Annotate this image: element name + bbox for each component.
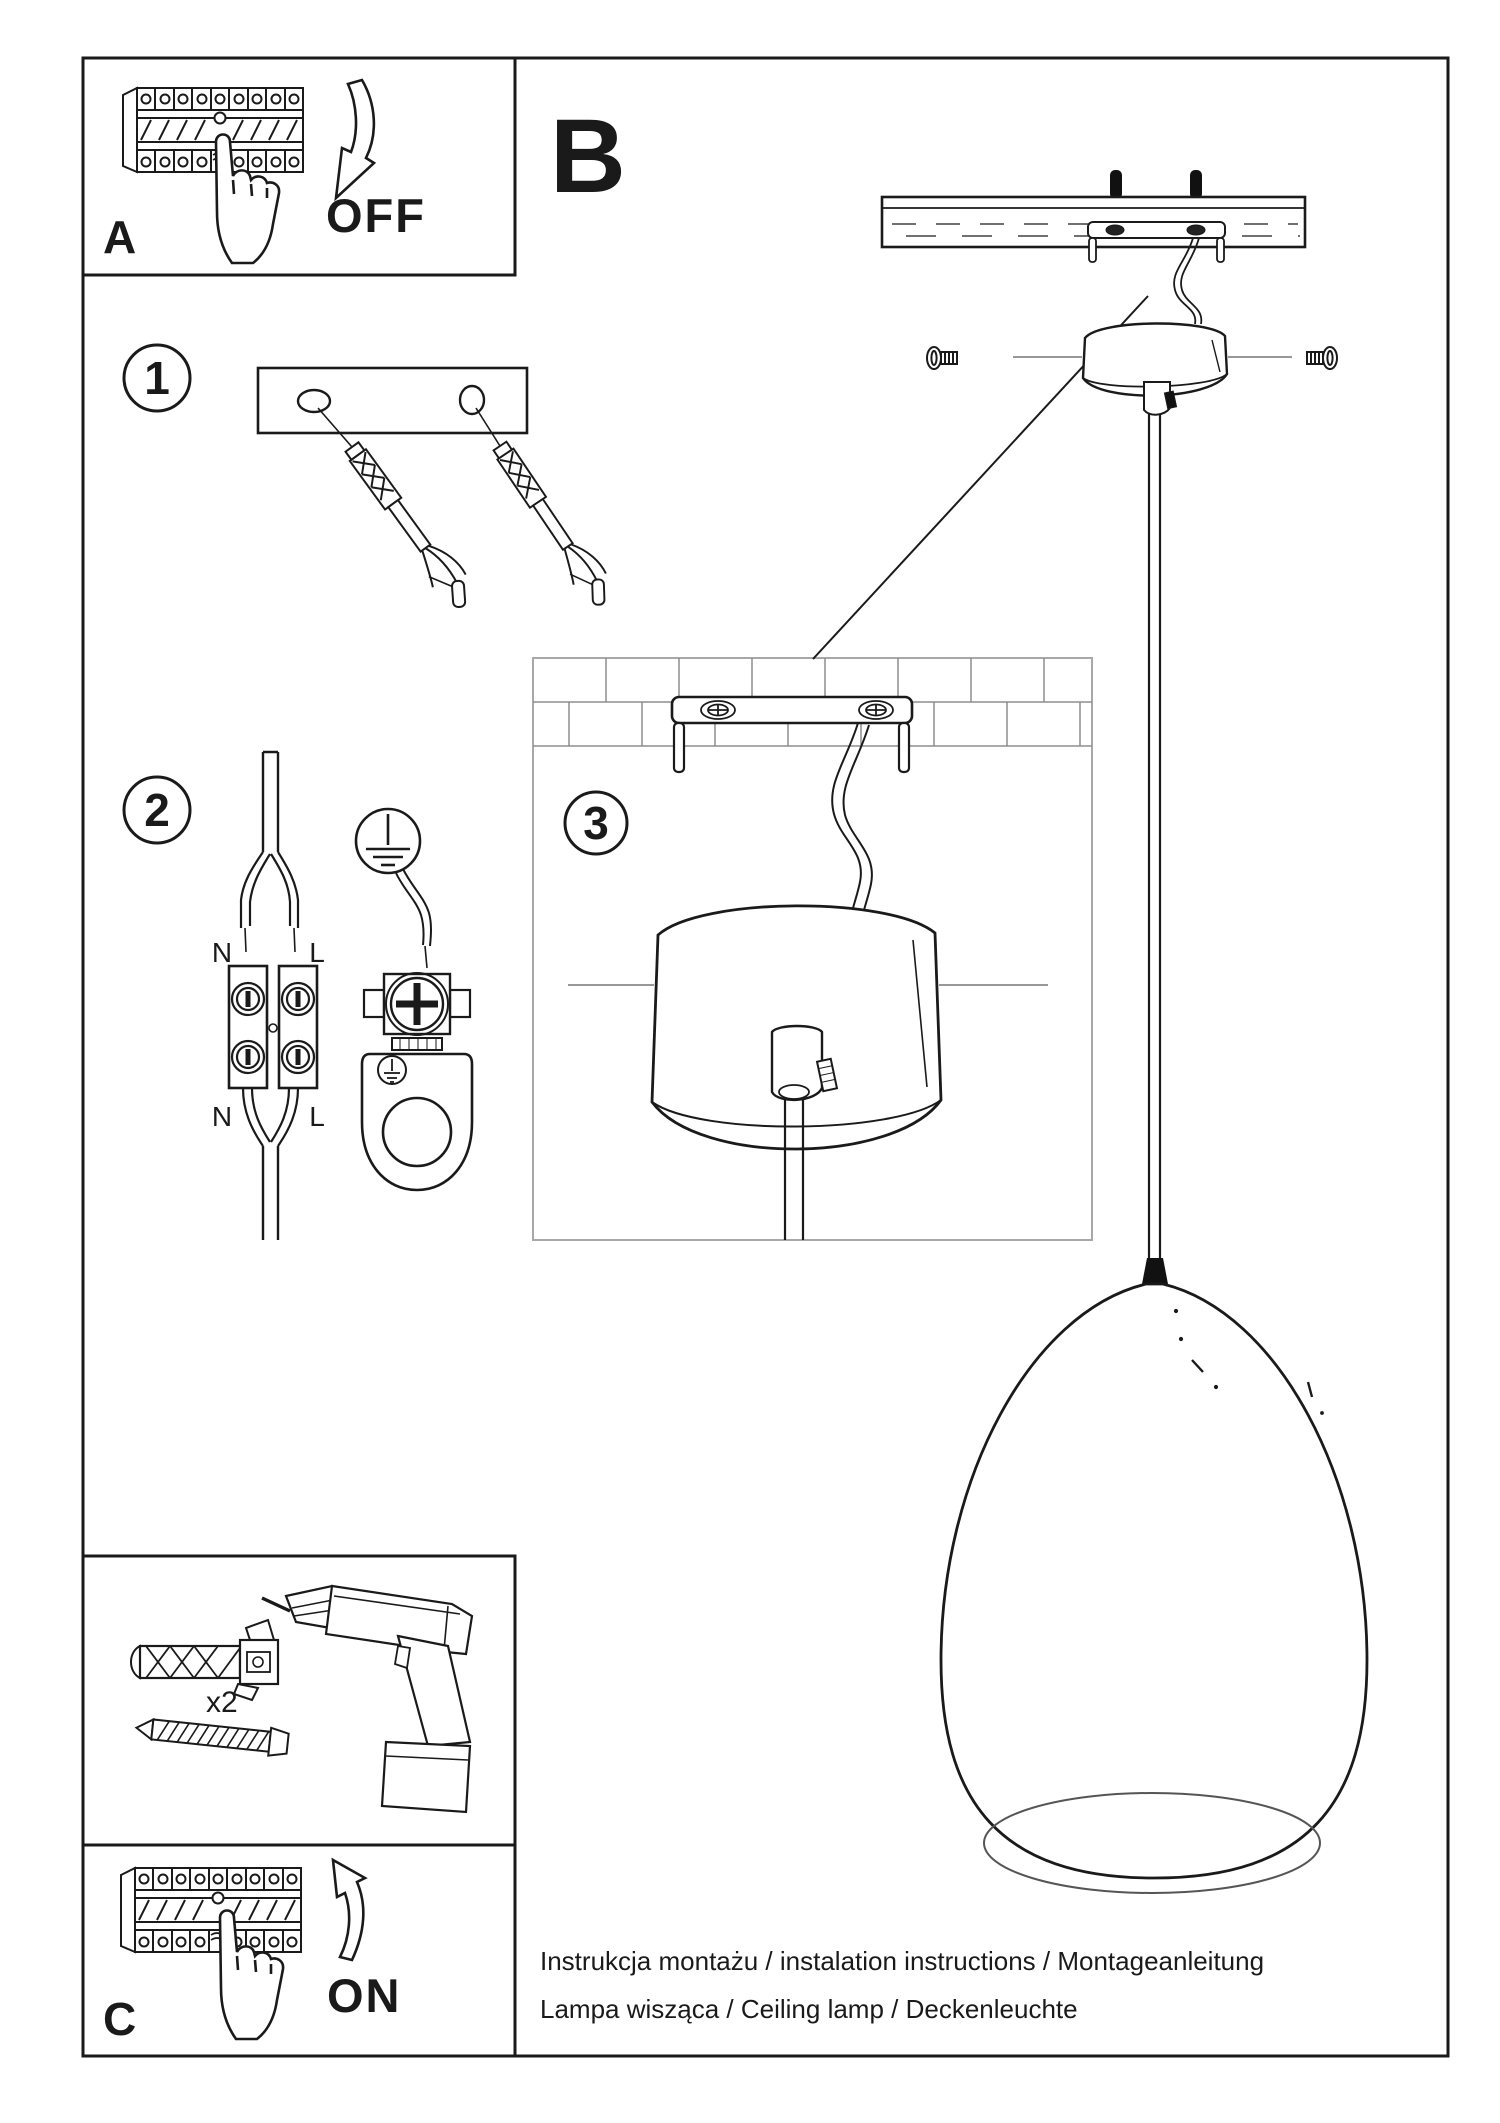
wall-plug-icon [130,1618,280,1702]
on-label: ON [327,1969,402,2022]
step1-number: 1 [144,352,170,404]
footer-line2: Lampa wisząca / Ceiling lamp / Deckenleu… [540,1994,1078,2024]
box-c-label: C [103,1993,136,2045]
box-a-label: A [103,211,136,263]
wire-label-l-top: L [309,937,325,968]
tools-box [81,1554,517,1847]
page-frame [81,56,1450,2058]
step2-number: 2 [144,784,170,836]
step2-group [122,750,474,1240]
arrow-down-icon [334,78,377,202]
mounting-bracket [1087,221,1226,263]
cord-grip-detail [770,1024,839,1102]
lamp-shade [939,1258,1369,1894]
screw-icon [134,1717,290,1757]
canopy [1013,322,1292,397]
step3-number: 3 [583,797,609,849]
step3-detail-box [532,657,1093,1241]
anchor-quantity-label: x2 [206,1686,238,1719]
ceiling-assembly [812,170,1338,1260]
shade-cord-grip [1142,1258,1168,1284]
ground-terminal-icon [360,972,474,1192]
off-label: OFF [326,189,426,242]
wire-label-l-bottom: L [309,1101,325,1132]
main-view-label: B [550,98,626,215]
mounting-bracket-detail [670,695,914,774]
fixing-screw-left [926,346,958,370]
breaker-panel-icon [120,1867,302,1953]
fixing-screw-right [1306,346,1338,370]
breaker-panel-icon [122,87,304,173]
step1-group [122,343,622,617]
breaker-off-panel-box: OFF A [81,56,517,277]
arrow-up-icon [331,1857,368,1962]
breaker-on-panel-box: ON C [81,1843,517,2058]
cord-grip [1143,381,1178,416]
footer-line1: Instrukcja montażu / instalation instruc… [540,1946,1264,1976]
drill-icon [261,1584,474,1814]
wire-label-n-bottom: N [212,1101,232,1132]
bolt-icons [1110,170,1202,199]
earth-symbol-icon [354,807,422,875]
wire-label-n-top: N [212,937,232,968]
shade-texture-specks [1173,1308,1324,1415]
